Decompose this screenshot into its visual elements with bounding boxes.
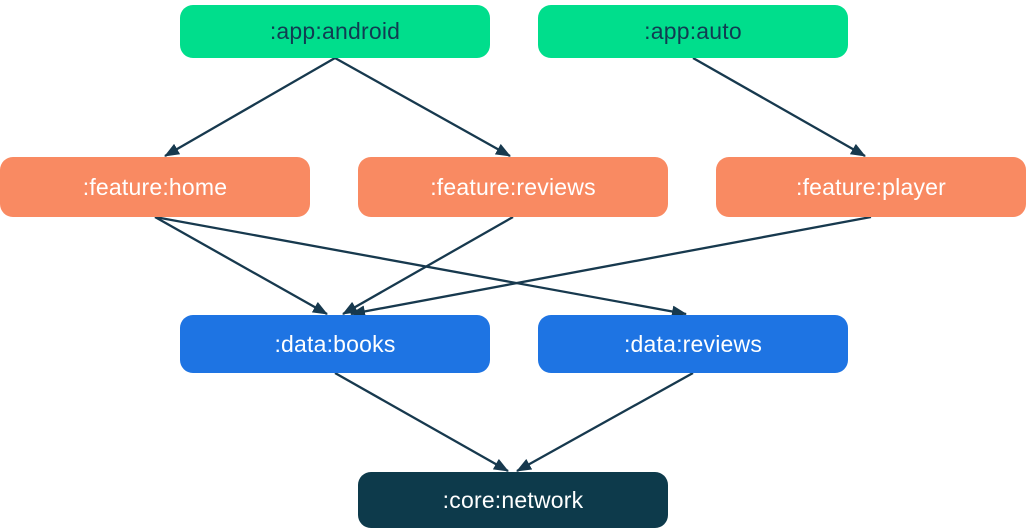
node-app-android: :app:android — [180, 5, 490, 58]
node-feature-home: :feature:home — [0, 157, 310, 217]
node-label: :app:android — [269, 18, 401, 44]
edge-data-reviews-to-core-network — [516, 371, 694, 473]
node-data-books: :data:books — [180, 315, 490, 373]
edge-data-books-to-core-network — [334, 371, 509, 473]
node-label: :feature:home — [82, 173, 228, 200]
edge-app-auto-to-feature-player — [692, 57, 866, 157]
node-label: :data:books — [274, 330, 396, 357]
node-label: :data:reviews — [623, 330, 763, 357]
node-app-auto: :app:auto — [538, 5, 848, 58]
edge-feature-home-to-data-books — [154, 215, 328, 316]
node-feature-player: :feature:player — [716, 157, 1026, 217]
node-data-reviews: :data:reviews — [538, 315, 848, 373]
node-label: :core:network — [442, 486, 584, 513]
edge-app-android-to-feature-home — [164, 57, 336, 157]
edge-feature-reviews-to-data-books — [342, 216, 514, 315]
node-label: :feature:reviews — [430, 173, 596, 200]
node-label: :feature:player — [795, 173, 947, 200]
edge-feature-player-to-data-books — [350, 215, 872, 318]
edge-app-android-to-feature-reviews — [334, 56, 511, 158]
node-core-network: :core:network — [358, 472, 668, 528]
node-label: :app:auto — [644, 18, 742, 44]
edge-feature-home-to-data-reviews — [154, 215, 687, 318]
node-feature-reviews: :feature:reviews — [358, 157, 668, 217]
